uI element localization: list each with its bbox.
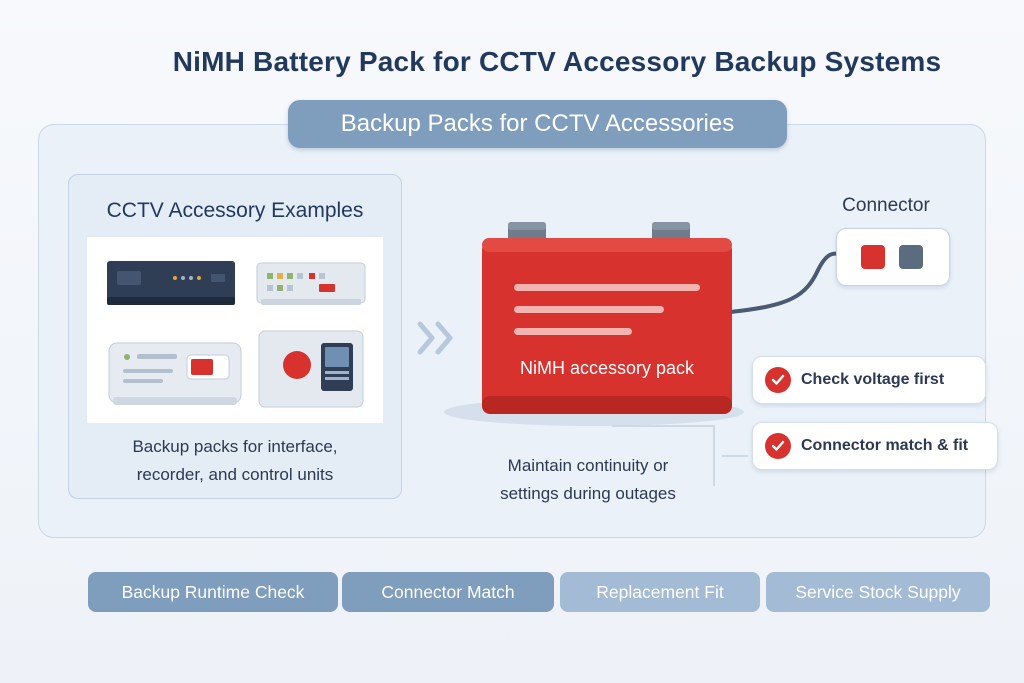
examples-caption: Backup packs for interface, recorder, an… [132, 437, 338, 484]
callout-lines [612, 425, 748, 486]
chip-connector-match: Connector Match [342, 572, 554, 612]
connector-cable [728, 251, 840, 314]
battery-caption: Maintain continuity or settings during o… [500, 456, 676, 503]
connector-pin-grey [899, 245, 923, 269]
chip-service-stock-supply: Service Stock Supply [766, 572, 990, 612]
check-label: Connector match & fit [801, 437, 969, 454]
interface-unit-icon [256, 262, 366, 305]
examples-title: CCTV Accessory Examples [106, 199, 364, 222]
panel-tab-label: Backup Packs for CCTV Accessories [288, 100, 787, 148]
page-title: NiMH Battery Pack for CCTV Accessory Bac… [172, 46, 942, 77]
recorder-device-icon [107, 261, 235, 305]
control-unit-icon [108, 342, 242, 405]
connector-label: Connector [842, 195, 930, 216]
accessory-examples-box: CCTV Accessory Examples [68, 174, 402, 499]
accessory-devices-image [87, 237, 383, 423]
battery-label: NiMH accessory pack [519, 358, 695, 378]
check-card-connector: Connector match & fit [752, 422, 998, 470]
checkmark-icon [765, 367, 791, 393]
chip-replacement-fit: Replacement Fit [560, 572, 760, 612]
chip-backup-runtime-check: Backup Runtime Check [88, 572, 338, 612]
checkmark-icon [765, 433, 791, 459]
battery-pack-icon [482, 238, 732, 414]
connector-plug-icon [836, 228, 950, 286]
double-chevron-icon [417, 321, 453, 355]
connector-pin-red [861, 245, 885, 269]
check-label: Check voltage first [801, 371, 945, 388]
control-panel-icon [258, 330, 364, 408]
check-card-voltage: Check voltage first [752, 356, 986, 404]
